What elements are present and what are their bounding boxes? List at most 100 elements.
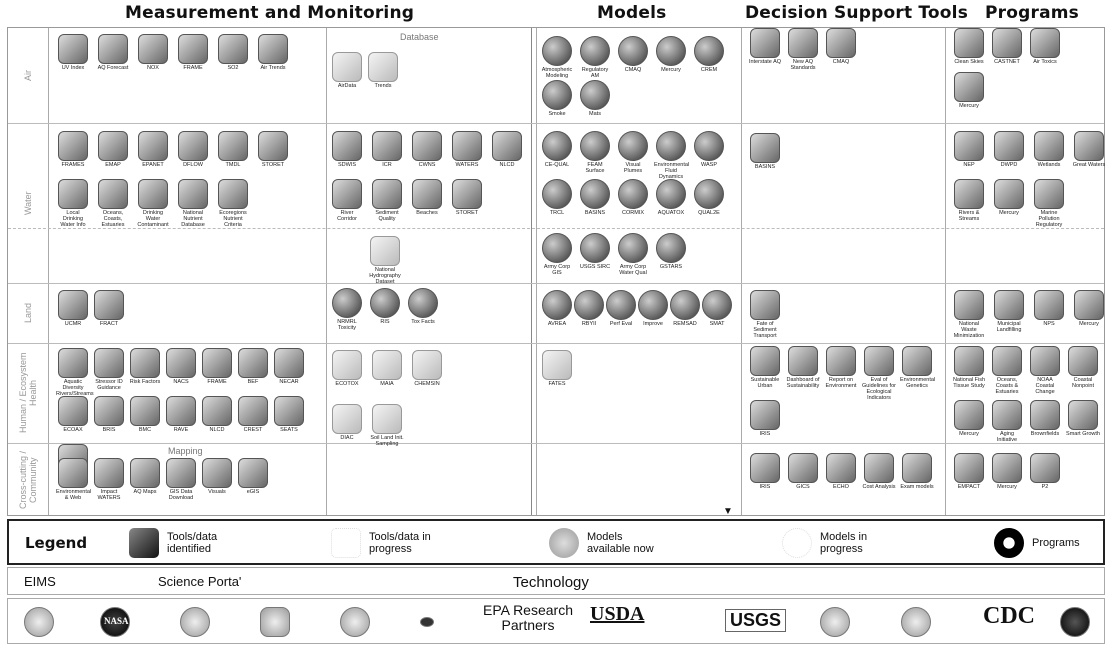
tool-tile[interactable]: DIAC xyxy=(330,404,364,441)
tool-tile[interactable]: Risk Factors xyxy=(128,348,162,385)
tool-tile[interactable]: Drinking Water Contaminant xyxy=(136,179,170,228)
tool-tile[interactable]: Wetlands xyxy=(1032,131,1066,168)
tool-tile[interactable]: GICS xyxy=(786,453,820,490)
tool-tile[interactable]: Tox Facts xyxy=(406,288,440,325)
tool-tile[interactable]: Mercury xyxy=(992,179,1026,216)
tool-tile[interactable]: FRAME xyxy=(200,348,234,385)
tool-tile[interactable]: Fate of Sediment Transport xyxy=(748,290,782,339)
tool-tile[interactable]: Regulatory AM xyxy=(578,36,612,79)
tool-tile[interactable]: Sediment Quality xyxy=(370,179,404,222)
tool-tile[interactable]: DWPD xyxy=(992,131,1026,168)
usgs-logo[interactable]: USGS xyxy=(725,609,786,632)
science-portal-link[interactable]: Science Porta' xyxy=(158,574,241,589)
tool-tile[interactable]: Sustainable Urban xyxy=(748,346,782,389)
fws-logo-icon[interactable] xyxy=(260,607,290,637)
tool-tile[interactable]: FRAME xyxy=(176,34,210,71)
tool-tile[interactable]: Dashboard of Sustainability xyxy=(786,346,820,389)
eims-link[interactable]: EIMS xyxy=(24,574,56,589)
tool-tile[interactable]: USGS SIRC xyxy=(578,233,612,270)
tool-tile[interactable]: Visual Plumes xyxy=(616,131,650,174)
tool-tile[interactable]: Cost Analysis xyxy=(862,453,896,490)
tool-tile[interactable]: CE-QUAL xyxy=(540,131,574,168)
tool-tile[interactable]: CHEMSIN xyxy=(410,350,444,387)
tool-tile[interactable]: NOAA Coastal Change xyxy=(1028,346,1062,395)
tool-tile[interactable]: Air Toxics xyxy=(1028,28,1062,65)
tool-tile[interactable]: ICR xyxy=(370,131,404,168)
tool-tile[interactable]: Air Trends xyxy=(256,34,290,71)
tool-tile[interactable]: DFLOW xyxy=(176,131,210,168)
usfs-logo-icon[interactable] xyxy=(420,617,434,627)
tool-tile[interactable]: IRIS xyxy=(748,453,782,490)
nps-logo-icon[interactable] xyxy=(820,607,850,637)
tool-tile[interactable]: BEF xyxy=(236,348,270,385)
tool-tile[interactable]: Mercury xyxy=(990,453,1024,490)
tool-tile[interactable]: TMDL xyxy=(216,131,250,168)
tool-tile[interactable]: Soil Land Init. Sampling xyxy=(370,404,404,447)
tool-tile[interactable]: Municipal Landfilling xyxy=(992,290,1026,333)
tool-tile[interactable]: SMAT xyxy=(700,290,734,327)
tool-tile[interactable]: GIS Data Download xyxy=(164,458,198,501)
tool-tile[interactable]: ECOTOX xyxy=(330,350,364,387)
tool-tile[interactable]: FRACT xyxy=(92,290,126,327)
tool-tile[interactable]: eGIS xyxy=(236,458,270,495)
tool-tile[interactable]: Smart Growth xyxy=(1066,400,1100,437)
epa-logo-icon[interactable] xyxy=(24,607,54,637)
tool-tile[interactable]: EMPACT xyxy=(952,453,986,490)
tool-tile[interactable]: SDWIS xyxy=(330,131,364,168)
census-logo-icon[interactable] xyxy=(901,607,931,637)
tool-tile[interactable]: Marine Pollution Regulatory xyxy=(1032,179,1066,228)
tool-tile[interactable]: RAVE xyxy=(164,396,198,433)
tool-tile[interactable]: Mats xyxy=(578,80,612,117)
tool-tile[interactable]: AirData xyxy=(330,52,364,89)
tool-tile[interactable]: CORMIX xyxy=(616,179,650,216)
tool-tile[interactable]: SEATS xyxy=(272,396,306,433)
tool-tile[interactable]: BASINS xyxy=(578,179,612,216)
tool-tile[interactable]: IRIS xyxy=(748,400,782,437)
tool-tile[interactable]: WASP xyxy=(692,131,726,168)
tool-tile[interactable]: NRMRL Toxicity xyxy=(330,288,364,331)
tool-tile[interactable]: Smoke xyxy=(540,80,574,117)
tool-tile[interactable]: STORET xyxy=(450,179,484,216)
tool-tile[interactable]: Rivers & Streams xyxy=(952,179,986,222)
tool-tile[interactable]: Mercury xyxy=(952,72,986,109)
tool-tile[interactable]: NACS xyxy=(164,348,198,385)
hhs-logo-icon[interactable] xyxy=(1060,607,1090,637)
tool-tile[interactable]: Visuals xyxy=(200,458,234,495)
tool-tile[interactable]: TRCL xyxy=(540,179,574,216)
tool-tile[interactable]: FATES xyxy=(540,350,574,387)
tool-tile[interactable]: ECOAX xyxy=(56,396,90,433)
tool-tile[interactable]: NECAR xyxy=(272,348,306,385)
tool-tile[interactable]: Mercury xyxy=(952,400,986,437)
tool-tile[interactable]: GSTARS xyxy=(654,233,688,270)
tool-tile[interactable]: Oceans, Coasts, Estuaries xyxy=(96,179,130,228)
tool-tile[interactable]: River Corridor xyxy=(330,179,364,222)
tool-tile[interactable]: MAIA xyxy=(370,350,404,387)
tool-tile[interactable]: BASINS xyxy=(748,133,782,170)
tool-tile[interactable]: Army Corp Water Qual xyxy=(616,233,650,276)
tool-tile[interactable]: Brownfields xyxy=(1028,400,1062,437)
tool-tile[interactable]: Aquatic Diversity Rivers/Streams xyxy=(56,348,90,397)
tool-tile[interactable]: Exam models xyxy=(900,453,934,490)
tool-tile[interactable]: Local Drinking Water Info xyxy=(56,179,90,228)
tool-tile[interactable]: FEAM Surface xyxy=(578,131,612,174)
tool-tile[interactable]: AQ Maps xyxy=(128,458,162,495)
tool-tile[interactable]: AVREA xyxy=(540,290,574,327)
tool-tile[interactable]: P2 xyxy=(1028,453,1062,490)
tool-tile[interactable]: Clean Skies xyxy=(952,28,986,65)
tool-tile[interactable]: Impact WATERS xyxy=(92,458,126,501)
tool-tile[interactable]: BMC xyxy=(128,396,162,433)
tool-tile[interactable]: Beaches xyxy=(410,179,444,216)
noaa-logo-icon[interactable] xyxy=(180,607,210,637)
tool-tile[interactable]: Ecoregions Nutrient Criteria xyxy=(216,179,250,228)
tool-tile[interactable]: WATERS xyxy=(450,131,484,168)
tool-tile[interactable]: AQUATOX xyxy=(654,179,688,216)
usda-logo[interactable]: USDA xyxy=(590,603,644,626)
tool-tile[interactable]: STORET xyxy=(256,131,290,168)
tool-tile[interactable]: NPS xyxy=(1032,290,1066,327)
scroll-down-arrow-icon[interactable]: ▼ xyxy=(723,506,733,517)
tool-tile[interactable]: Oceans, Coasts & Estuaries xyxy=(990,346,1024,395)
tool-tile[interactable]: Environmental Genetics xyxy=(900,346,934,389)
tool-tile[interactable]: Mercury xyxy=(1072,290,1106,327)
tool-tile[interactable]: CREM xyxy=(692,36,726,73)
tool-tile[interactable]: Report on Environment xyxy=(824,346,858,389)
